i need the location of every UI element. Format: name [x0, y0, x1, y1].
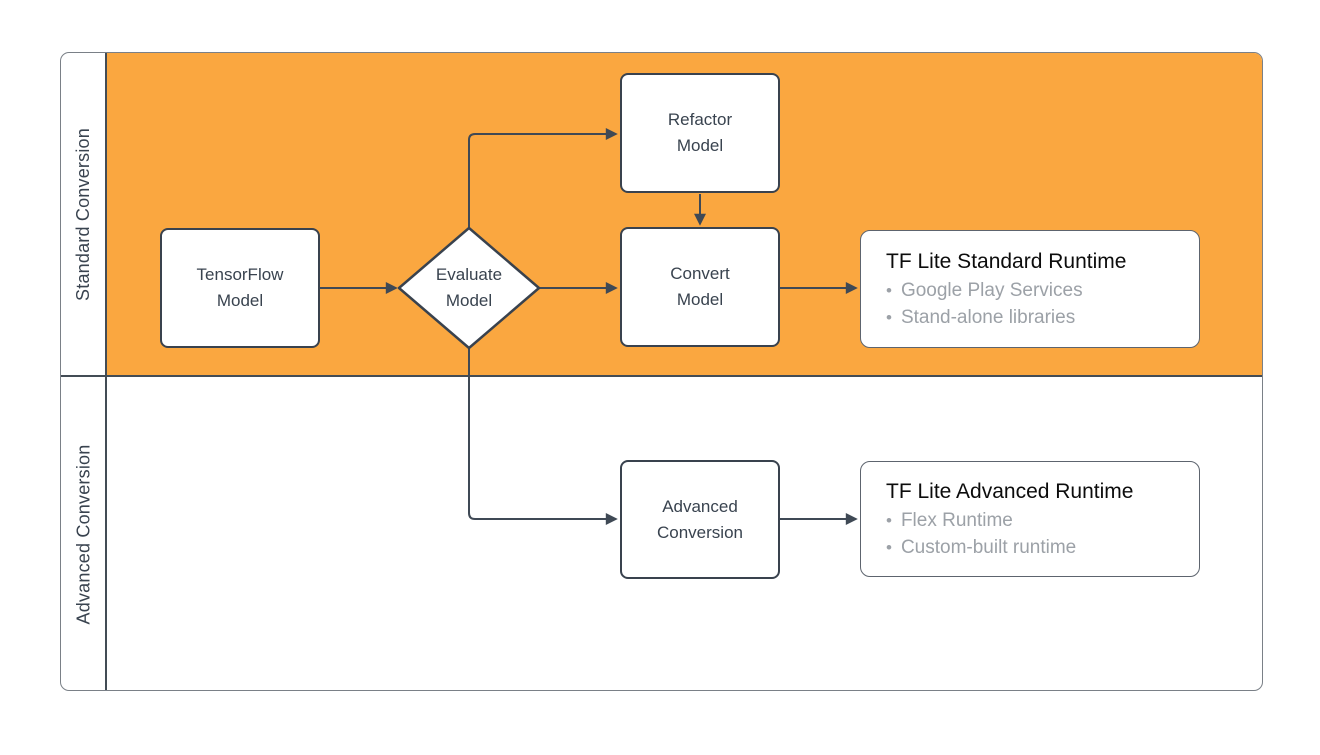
- runtime-title: TF Lite Standard Runtime: [886, 249, 1127, 273]
- node-label: TensorFlow Model: [196, 265, 284, 310]
- lane-divider: [61, 375, 1262, 377]
- bullet-text: Flex Runtime: [900, 509, 1013, 531]
- node-refactor-model: Refactor Model: [620, 73, 780, 193]
- arrow-evaluate-to-advanced-conversion: [468, 348, 618, 525]
- node-label: Refactor Model: [667, 110, 733, 155]
- bullet-text: Google Play Services: [900, 279, 1083, 301]
- node-label: Evaluate Model: [435, 265, 503, 310]
- arrow-evaluate-to-refactor: [468, 128, 618, 228]
- runtime-bullet: • Google Play Services: [886, 277, 1183, 304]
- decision-diamond-shape: [397, 226, 541, 350]
- runtime-title: TF Lite Advanced Runtime: [886, 479, 1134, 503]
- node-label: Convert Model: [670, 264, 730, 309]
- bullet-icon: •: [886, 510, 892, 530]
- node-tensorflow-model: TensorFlow Model: [160, 228, 320, 348]
- bullet-icon: •: [886, 537, 892, 557]
- node-advanced-conversion: Advanced Conversion: [620, 460, 780, 579]
- node-tflite-advanced-runtime: TF Lite Advanced Runtime • Flex Runtime …: [860, 461, 1200, 577]
- runtime-bullet: • Flex Runtime: [886, 507, 1183, 534]
- bullet-icon: •: [886, 307, 892, 327]
- runtime-bullet: • Custom-built runtime: [886, 534, 1183, 561]
- node-label: Advanced Conversion: [657, 496, 743, 542]
- bullet-text: Stand-alone libraries: [900, 306, 1076, 328]
- bullet-text: Custom-built runtime: [900, 536, 1077, 558]
- bullet-icon: •: [886, 280, 892, 300]
- lane-header-column-divider: [105, 53, 107, 690]
- node-tflite-standard-runtime: TF Lite Standard Runtime • Google Play S…: [860, 230, 1200, 348]
- node-evaluate-model: Evaluate Model: [399, 228, 539, 348]
- runtime-bullet: • Stand-alone libraries: [886, 304, 1183, 331]
- node-convert-model: Convert Model: [620, 227, 780, 347]
